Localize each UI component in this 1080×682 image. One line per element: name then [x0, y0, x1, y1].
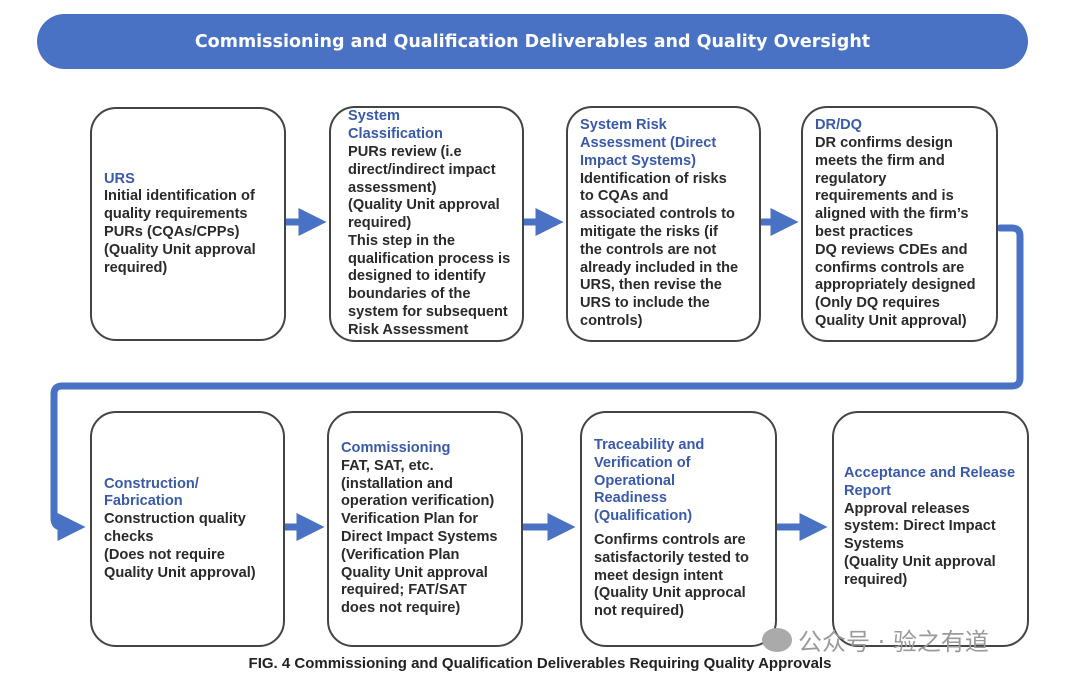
watermark: 公众号 · 验之有道: [762, 622, 989, 657]
step-body: Approval releases system: Direct Impact …: [844, 500, 996, 588]
step-title: System Risk Assessment (Direct Impact Sy…: [580, 117, 717, 169]
step-body: Construction quality checks (Does not re…: [104, 511, 256, 581]
step-body: Initial identification of quality requir…: [104, 188, 256, 276]
step-title: System Classification: [348, 108, 443, 143]
step-system-classification: System Classification PURs review (i.e d…: [329, 106, 524, 342]
step-title: URS: [104, 170, 135, 187]
arrow-drdq-to-construction: [50, 224, 1024, 541]
step-system-risk-assessment: System Risk Assessment (Direct Impact Sy…: [566, 106, 761, 342]
diagram-title: Commissioning and Qualification Delivera…: [194, 31, 871, 52]
step-acceptance-release: Acceptance and Release Report Approval r…: [832, 411, 1029, 647]
diagram-title-banner: Commissioning and Qualification Delivera…: [37, 14, 1028, 69]
step-title: Construction/ Fabrication: [104, 475, 199, 510]
step-body: DR confirms design meets the firm and re…: [815, 135, 976, 329]
step-commissioning: Commissioning FAT, SAT, etc. (installati…: [327, 411, 523, 647]
step-title: Traceability and Verification of Operati…: [594, 437, 705, 525]
step-body: PURs review (i.e direct/indirect impact …: [348, 143, 511, 338]
wechat-icon: [762, 627, 792, 652]
step-urs: URS Initial identification of quality re…: [90, 107, 286, 341]
watermark-text: 公众号 · 验之有道: [798, 628, 989, 656]
step-body: Identification of risks to CQAs and asso…: [580, 170, 739, 329]
step-title: Acceptance and Release Report: [844, 465, 1016, 499]
step-construction-fabrication: Construction/ Fabrication Construction q…: [90, 411, 285, 647]
step-traceability-verification: Traceability and Verification of Operati…: [580, 411, 777, 647]
step-title: Commissioning: [341, 440, 451, 457]
step-body: Confirms controls are satisfactorily tes…: [594, 532, 749, 620]
step-body: FAT, SAT, etc. (installation and operati…: [341, 457, 498, 617]
step-dr-dq: DR/DQ DR confirms design meets the firm …: [801, 106, 998, 342]
step-title: DR/DQ: [815, 117, 863, 134]
figure-caption: FIG. 4 Commissioning and Qualification D…: [248, 655, 832, 672]
